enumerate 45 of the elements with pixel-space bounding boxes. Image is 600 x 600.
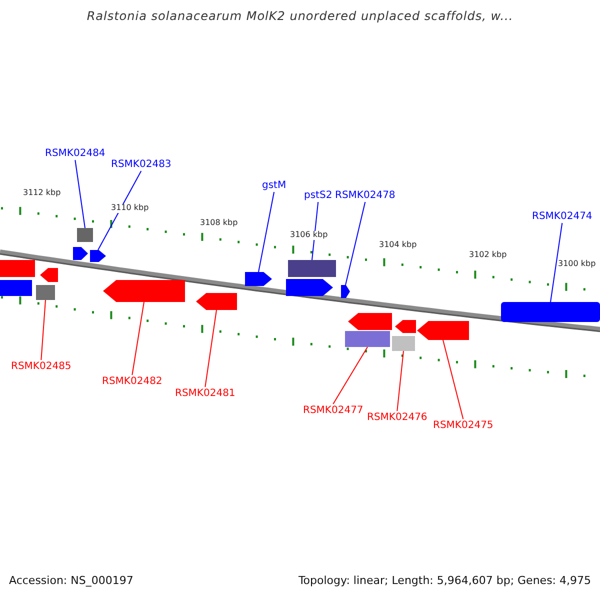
leader-line — [345, 202, 366, 286]
leader-line — [204, 310, 217, 388]
gene-feature — [245, 272, 272, 286]
leader-line — [40, 300, 46, 360]
axis-tick-label: 3110 kbp — [111, 204, 149, 213]
axis-tick-label: 3104 kbp — [379, 241, 417, 250]
gene-label: gstM — [262, 180, 286, 191]
gene-feature — [341, 285, 350, 298]
leader-line — [74, 160, 86, 228]
leader-line — [396, 350, 404, 412]
leader-line — [442, 340, 464, 420]
gene-label: pstS2 — [304, 190, 332, 201]
gene-box — [36, 285, 55, 300]
gene-label: RSMK02477 — [303, 405, 364, 416]
gene-label: RSMK02474 — [532, 211, 592, 222]
leader-line — [312, 202, 319, 260]
leader-line — [332, 346, 368, 404]
gene-box — [345, 331, 390, 347]
gene-label: RSMK02478 — [335, 190, 396, 201]
axis-tick-label: 3106 kbp — [290, 231, 328, 240]
leader-line — [132, 302, 144, 376]
gene-box — [288, 260, 336, 277]
gene-box — [77, 228, 93, 242]
gene-feature — [196, 293, 237, 310]
axis-tick-label: 3108 kbp — [200, 219, 238, 228]
footer-text: Topology: linear; Length: 5,964,607 bp; Genes: 4,975 — [298, 575, 591, 588]
gene-label: RSMK02481 — [175, 388, 236, 399]
gene-feature — [90, 250, 106, 262]
gene-label: RSMK02485 — [11, 361, 72, 372]
gene-label: RSMK02482 — [102, 376, 162, 387]
gene-feature — [103, 280, 185, 302]
gene-box — [392, 336, 415, 351]
gene-label: RSMK02484 — [45, 148, 106, 159]
gene-bar — [501, 302, 600, 322]
leader-line — [258, 192, 275, 272]
leader-line — [98, 170, 142, 250]
footer-text: Accession: NS_000197 — [9, 575, 134, 588]
axis-tick-label: 3102 kbp — [469, 251, 507, 260]
gene-label: RSMK02476 — [367, 412, 428, 423]
axis-tick-label: 3112 kbp — [23, 189, 61, 198]
leader-line — [550, 222, 563, 302]
gene-label: RSMK02475 — [433, 420, 494, 431]
axis-tick-label: 3100 kbp — [558, 260, 596, 269]
gene-label: RSMK02483 — [111, 159, 172, 170]
title: Ralstonia solanacearum MolK2 unordered unplaced scaffolds, w... — [86, 10, 514, 24]
